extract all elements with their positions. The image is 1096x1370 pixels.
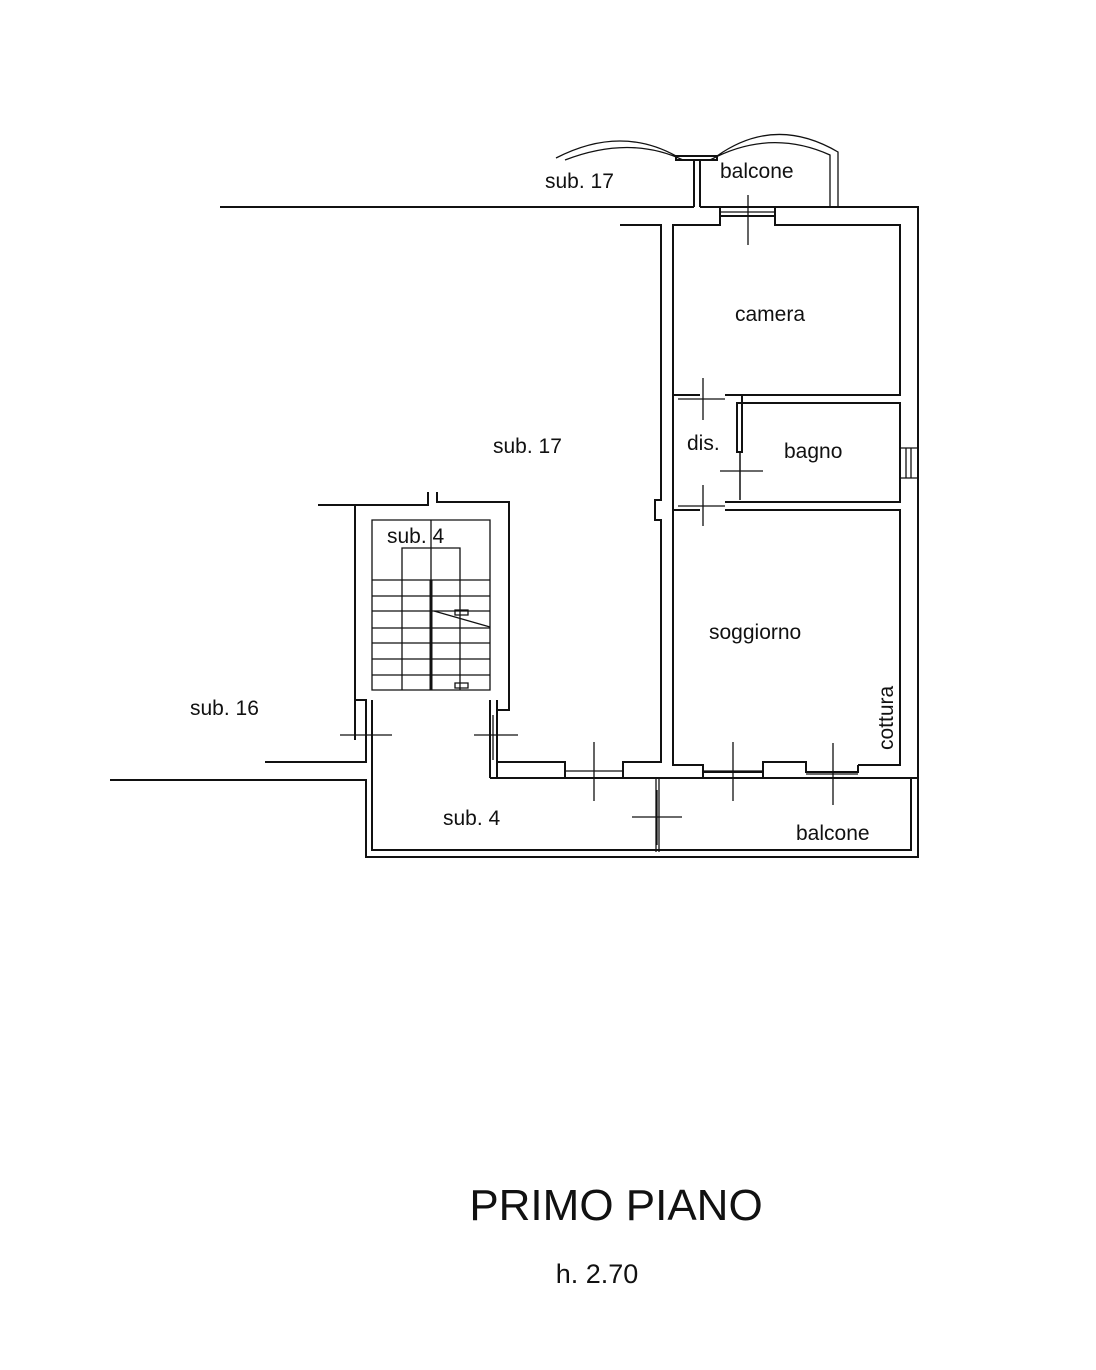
label-soggiorno: soggiorno [709, 621, 801, 644]
label-camera: camera [735, 303, 805, 326]
room-labels: sub. 17 balcone camera sub. 17 dis. bagn… [190, 160, 898, 845]
label-cottura: cottura [875, 685, 898, 750]
label-sub4-stair: sub. 4 [387, 525, 445, 548]
floor-title: PRIMO PIANO [469, 1181, 762, 1230]
ceiling-height: h. 2.70 [556, 1259, 639, 1289]
label-sub4-landing: sub. 4 [443, 807, 501, 830]
label-sub17-center: sub. 17 [493, 435, 562, 458]
label-sub16: sub. 16 [190, 697, 259, 720]
label-dis: dis. [687, 432, 720, 455]
door-markers [340, 195, 858, 845]
walls [110, 133, 919, 858]
label-balcone-bottom: balcone [796, 822, 870, 845]
label-sub17-top: sub. 17 [545, 170, 614, 193]
label-bagno: bagno [784, 440, 842, 463]
label-balcone-top: balcone [720, 160, 794, 183]
